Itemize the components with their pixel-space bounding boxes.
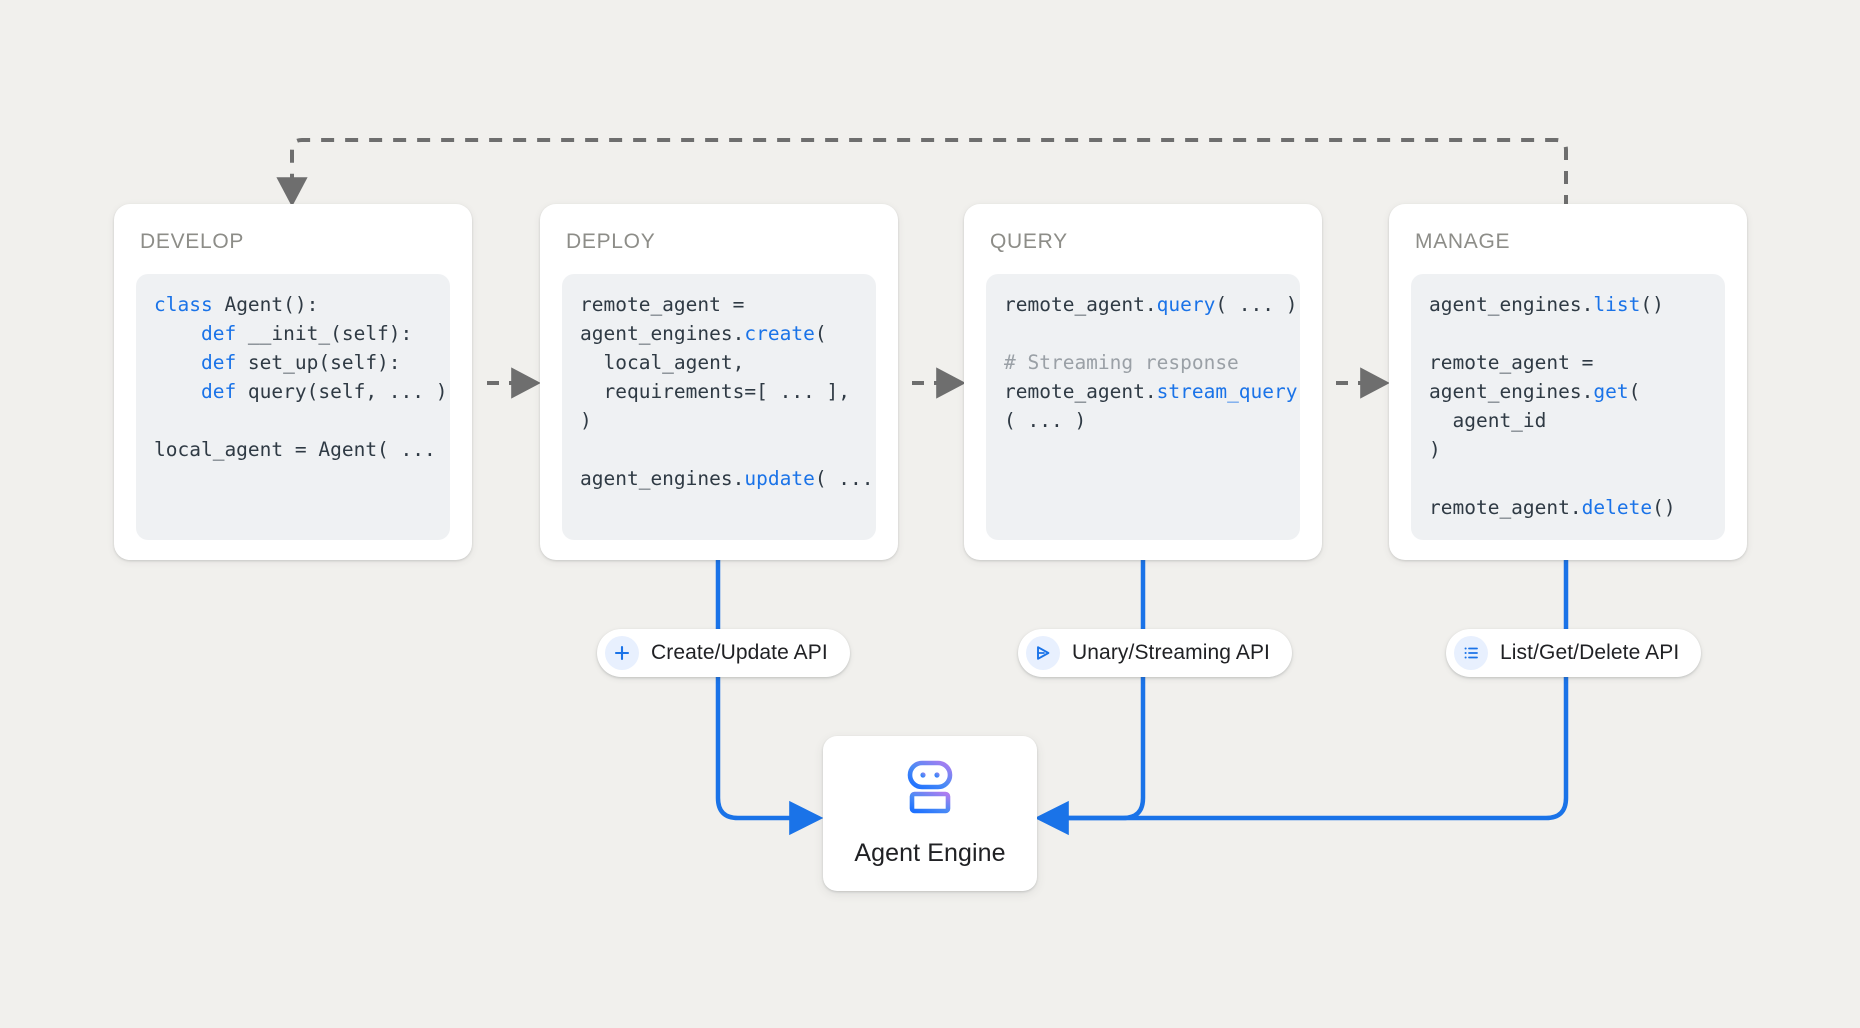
code-token: remote_agent =: [580, 293, 745, 316]
code-token: remote_agent.: [1004, 293, 1157, 316]
code-token: ( ... ): [1215, 293, 1298, 316]
code-token: def: [154, 322, 248, 345]
code-token: get: [1593, 380, 1629, 403]
feedback-loop-arrow: [276, 138, 1568, 208]
code-token: (: [1628, 380, 1641, 403]
connector-query-to-agent-engine: [1034, 560, 1146, 836]
code-token: __init_(self):: [247, 322, 413, 345]
stage-title-deploy: DEPLOY: [566, 230, 656, 253]
code-token: ( ... ): [814, 467, 874, 490]
stage-card-deploy[interactable]: DEPLOY remote_agent = agent_engines.crea…: [540, 204, 898, 560]
send-icon: [1026, 636, 1060, 670]
code-token: agent_engines.: [580, 322, 745, 345]
stage-title-manage: MANAGE: [1415, 230, 1511, 253]
code-block-develop: class Agent(): def __init_(self): def se…: [136, 274, 450, 540]
stage-card-manage[interactable]: MANAGE agent_engines.list() remote_agent…: [1389, 204, 1747, 560]
code-token: local_agent,: [580, 351, 745, 374]
code-token: agent_id: [1429, 409, 1547, 432]
code-token: update: [744, 467, 815, 490]
code-token: delete: [1581, 496, 1653, 519]
agent-engine-node[interactable]: Agent Engine: [823, 736, 1037, 891]
code-token: set_up(self):: [247, 351, 401, 374]
stage-title-query: QUERY: [990, 230, 1068, 253]
code-block-deploy: remote_agent = agent_engines.create( loc…: [562, 274, 876, 540]
code-token: class: [154, 293, 225, 316]
code-token: # Streaming response: [1004, 351, 1239, 374]
code-token: query(self, ... ):: [247, 380, 450, 403]
code-token: (): [1652, 496, 1676, 519]
api-pill-unary-streaming[interactable]: Unary/Streaming API: [1018, 629, 1292, 677]
api-pill-label: List/Get/Delete API: [1500, 641, 1680, 664]
list-icon: [1454, 636, 1488, 670]
connector-manage-to-agent-engine: [1062, 560, 1569, 821]
stage-card-query[interactable]: QUERY remote_agent.query( ... ) # Stream…: [964, 204, 1322, 560]
code-token: def: [154, 380, 248, 403]
code-token: requirements=[ ... ],: [580, 380, 851, 403]
code-token: agent_engines.: [1429, 293, 1594, 316]
code-token: remote_agent =: [1429, 351, 1594, 374]
code-token: remote_agent.: [1429, 496, 1582, 519]
api-pill-label: Create/Update API: [651, 641, 828, 664]
code-token: (): [1640, 293, 1664, 316]
robot-icon: [898, 760, 962, 821]
agent-engine-label: Agent Engine: [854, 838, 1006, 867]
plus-icon: [605, 636, 639, 670]
code-token: ( ... ): [1004, 409, 1087, 432]
code-block-manage: agent_engines.list() remote_agent = agen…: [1411, 274, 1725, 540]
api-pill-create-update[interactable]: Create/Update API: [597, 629, 850, 677]
stage-card-develop[interactable]: DEVELOP class Agent(): def __init_(self)…: [114, 204, 472, 560]
api-pill-list-get-delete[interactable]: List/Get/Delete API: [1446, 629, 1702, 677]
code-token: agent_engines.: [580, 467, 745, 490]
code-token: def: [154, 351, 248, 374]
code-token: ): [1429, 438, 1441, 461]
code-token: ): [580, 409, 592, 432]
stage-title-develop: DEVELOP: [140, 230, 245, 253]
connector-deploy-to-agent-engine: [715, 560, 824, 836]
code-token: (: [814, 322, 827, 345]
code-token: Agent():: [224, 293, 319, 316]
code-block-query: remote_agent.query( ... ) # Streaming re…: [986, 274, 1300, 540]
code-token: agent_engines.: [1429, 380, 1594, 403]
code-token: list: [1593, 293, 1641, 316]
api-pill-label: Unary/Streaming API: [1072, 641, 1270, 664]
code-token: query: [1156, 293, 1216, 316]
code-token: remote_agent.: [1004, 380, 1157, 403]
code-token: local_agent = Agent( ... ): [154, 438, 450, 461]
code-token: stream_query: [1156, 380, 1298, 403]
code-token: create: [744, 322, 815, 345]
